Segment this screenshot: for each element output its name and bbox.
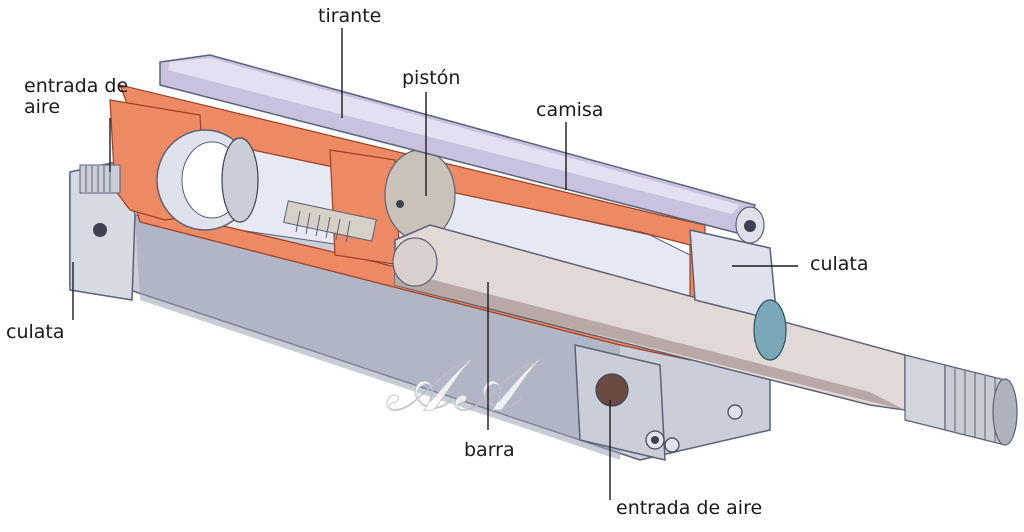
rod-end-nut: [904, 354, 946, 431]
piston-disc: [384, 149, 456, 241]
label-entrada-aire-top: entrada de aire: [24, 75, 129, 118]
flange-hole-2: [664, 437, 680, 453]
piston-screw: [396, 200, 404, 208]
left-air-inlet-thread-lines: [85, 166, 111, 192]
left-air-inlet-thread: [79, 164, 121, 194]
leader-lines: [72, 28, 798, 500]
rod-end-face: [992, 378, 1018, 446]
tie-rod-end-hole: [744, 220, 756, 232]
right-cap-seal: [753, 299, 787, 361]
left-cap-bolt-hole: [93, 223, 107, 237]
rod-start: [392, 237, 438, 287]
cushion-spring-coils: [295, 210, 351, 243]
left-bearing: [221, 137, 259, 223]
cursive-watermark-icon: 𝒜𝒜: [385, 343, 541, 427]
tie-rod-highlight: [168, 58, 740, 214]
label-piston: pistón: [402, 67, 461, 89]
label-culata-left: culata: [6, 321, 65, 343]
label-camisa: camisa: [536, 99, 604, 121]
front-air-inlet-port: [595, 373, 629, 407]
label-tirante: tirante: [318, 5, 382, 27]
flange-hole-1-inner: [651, 436, 659, 444]
flange-hole-3: [727, 404, 743, 420]
label-barra: barra: [464, 439, 515, 461]
cylinder-body-shadow: [135, 215, 620, 460]
label-entrada-aire-bottom: entrada de aire: [616, 497, 763, 519]
piston-rod-shade: [395, 270, 905, 410]
cushion-spring: [283, 200, 377, 242]
label-culata-right: culata: [810, 253, 869, 275]
